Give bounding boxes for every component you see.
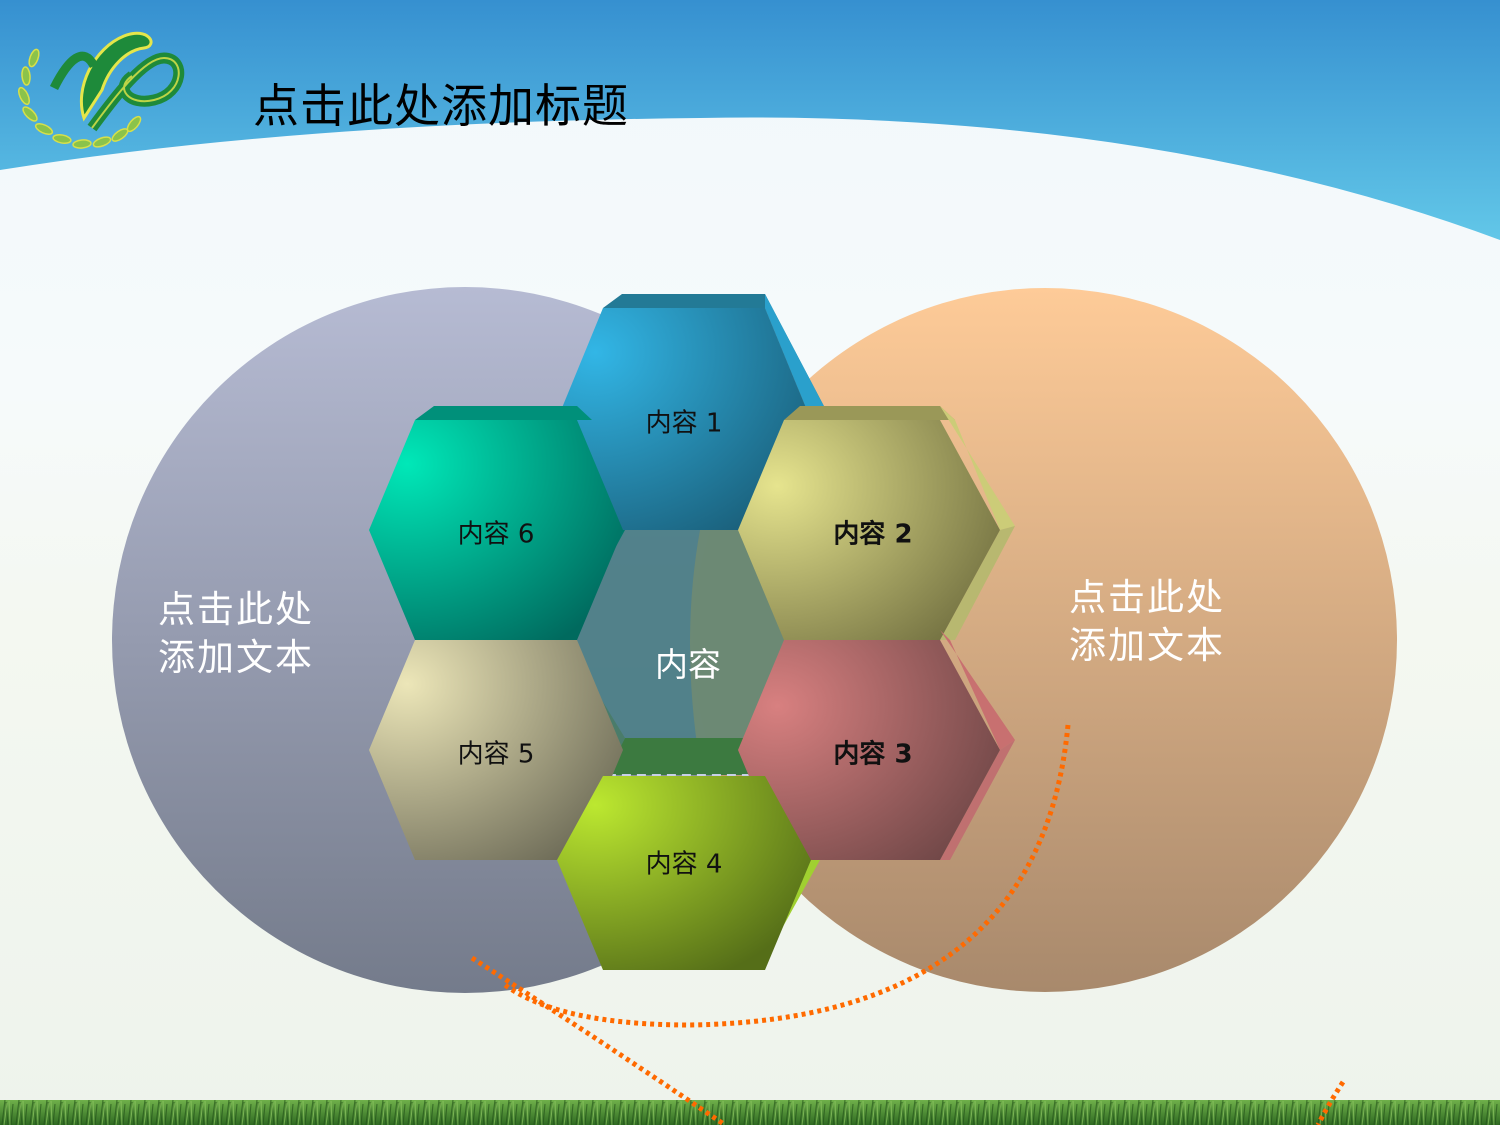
right-circle-line1: 点击此处 [1069, 576, 1225, 619]
wheat-wreath-logo-icon [17, 31, 185, 149]
hexagon-1[interactable] [557, 294, 826, 530]
right-circle-text[interactable]: 点击此处 添加文本 [1069, 574, 1225, 670]
hexagon-3[interactable] [738, 630, 1015, 860]
hexagon-2-label: 内容 2 [833, 519, 913, 550]
hexagon-4-label: 内容 4 [645, 849, 723, 880]
hexagon-6[interactable] [369, 406, 623, 640]
hexagon-5[interactable] [369, 640, 623, 860]
left-circle-text[interactable]: 点击此处 添加文本 [158, 586, 314, 682]
hexagon-4[interactable] [557, 776, 820, 970]
left-circle-line2: 添加文本 [158, 636, 314, 679]
left-circle-line1: 点击此处 [158, 588, 314, 631]
slide-title[interactable]: 点击此处添加标题 [253, 79, 629, 133]
center-label: 内容 [655, 645, 721, 684]
right-circle-line2: 添加文本 [1069, 624, 1225, 667]
hexagon-5-label: 内容 5 [457, 739, 535, 770]
dotted-arc-right [1315, 1080, 1346, 1125]
hexagon-2[interactable] [738, 406, 1015, 640]
hexagon-6-label: 内容 6 [457, 519, 535, 550]
hexagon-1-label: 内容 1 [645, 408, 723, 439]
hexagon-3-label: 内容 3 [833, 739, 913, 770]
